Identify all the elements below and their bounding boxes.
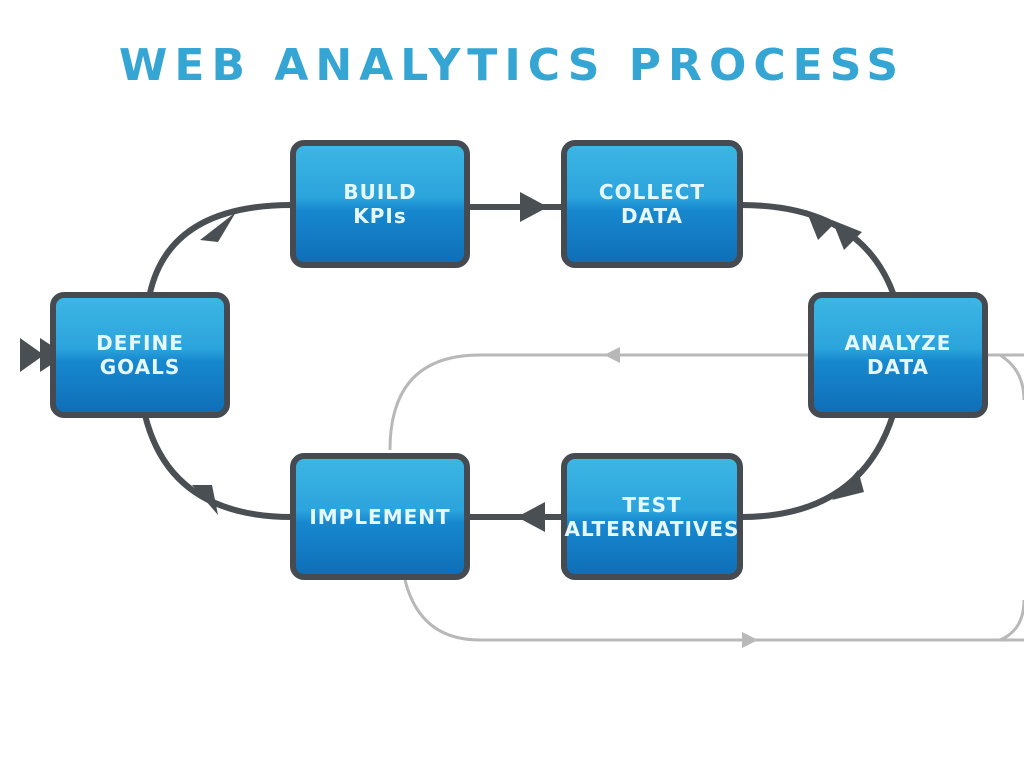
step-label: KPIs [353,204,407,228]
arrow-left-icon [604,347,620,363]
step-label: GOALS [99,355,181,379]
feedback-loop [388,353,1024,642]
step-implement: IMPLEMENT [290,453,470,580]
step-label: BUILD [343,180,417,204]
step-label: TEST [622,492,682,517]
arrow-icon [200,212,236,242]
arrow-icon [806,210,836,240]
step-label: IMPLEMENT [309,504,451,529]
arrow-right-icon [742,632,758,648]
arrow-icon [832,220,862,250]
arrow-icon [517,502,545,532]
step-label: COLLECT [598,180,706,204]
arrow-icon [832,470,864,500]
connector-analyze-test [740,414,896,520]
step-label: DATA [620,204,684,228]
connector-define-build [147,202,293,294]
start-arrow-icon [20,338,66,372]
step-label: ALTERNATIVES [564,516,740,541]
connector-implement-define [142,414,293,520]
diagram-title: WEB ANALYTICS PROCESS [118,40,906,91]
arrow-icon [192,485,218,515]
step-label: DATA [866,355,930,379]
step-label: ANALYZE [844,331,952,355]
step-label: DEFINE [96,331,184,355]
arrow-icon [520,192,548,222]
